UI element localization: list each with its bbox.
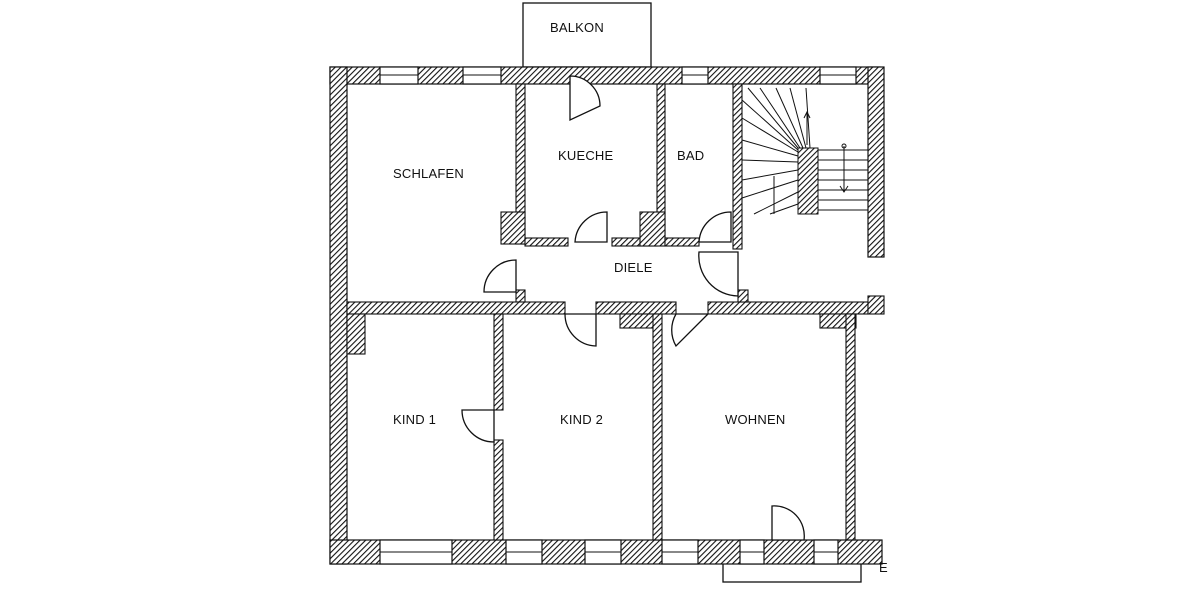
outer-walls bbox=[329, 66, 885, 565]
doors bbox=[461, 75, 805, 541]
staircase bbox=[741, 87, 868, 215]
inner-walls bbox=[346, 83, 885, 541]
room-label-wohnen: WOHNEN bbox=[725, 412, 785, 427]
room-label-balkon: BALKON bbox=[550, 20, 604, 35]
room-label-bad: BAD bbox=[677, 148, 704, 163]
room-label-kind2: KIND 2 bbox=[560, 412, 603, 427]
edge-text: E bbox=[879, 560, 888, 575]
balcony-top bbox=[522, 2, 652, 68]
window-muntins bbox=[380, 74, 856, 553]
windows bbox=[379, 66, 857, 565]
room-label-kueche: KUECHE bbox=[558, 148, 614, 163]
room-label-schlafen: SCHLAFEN bbox=[393, 166, 464, 181]
room-label-kind1: KIND 1 bbox=[393, 412, 436, 427]
room-label-diele: DIELE bbox=[614, 260, 653, 275]
